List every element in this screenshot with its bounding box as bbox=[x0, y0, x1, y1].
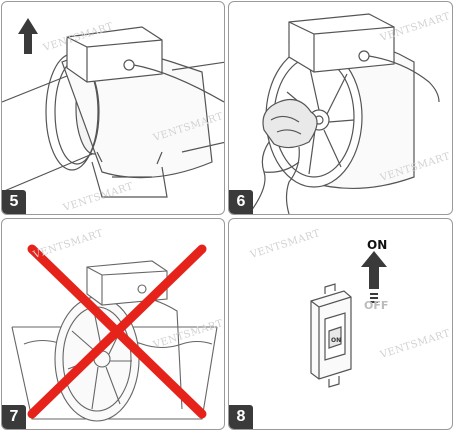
step-number-badge: 6 bbox=[229, 190, 253, 214]
on-label: ON bbox=[367, 238, 388, 252]
up-arrow-icon bbox=[18, 18, 38, 54]
step-5-panel: VENTSMART VENTSMART VENTSMART 5 bbox=[1, 1, 225, 215]
step-number-badge: 8 bbox=[229, 405, 253, 429]
prohibited-cross-icon bbox=[27, 244, 207, 419]
up-arrow-icon bbox=[361, 251, 387, 289]
switch-on-illustration bbox=[310, 251, 387, 388]
off-label: OFF bbox=[364, 299, 389, 312]
step-8-panel: ON OFF ON VENTSMART VENTSMART 8 bbox=[228, 218, 453, 430]
step-number-badge: 7 bbox=[2, 405, 26, 429]
no-water-immersion-illustration bbox=[11, 244, 218, 422]
step-number-badge: 5 bbox=[2, 190, 26, 214]
step-6-panel: VENTSMART VENTSMART 6 bbox=[228, 1, 453, 215]
fan-cleaning-illustration bbox=[248, 13, 440, 214]
duct-fan-removal-illustration bbox=[2, 18, 224, 198]
step-7-panel: VENTSMART VENTSMART 7 bbox=[1, 218, 225, 430]
switch-on-text: ON bbox=[331, 337, 342, 344]
